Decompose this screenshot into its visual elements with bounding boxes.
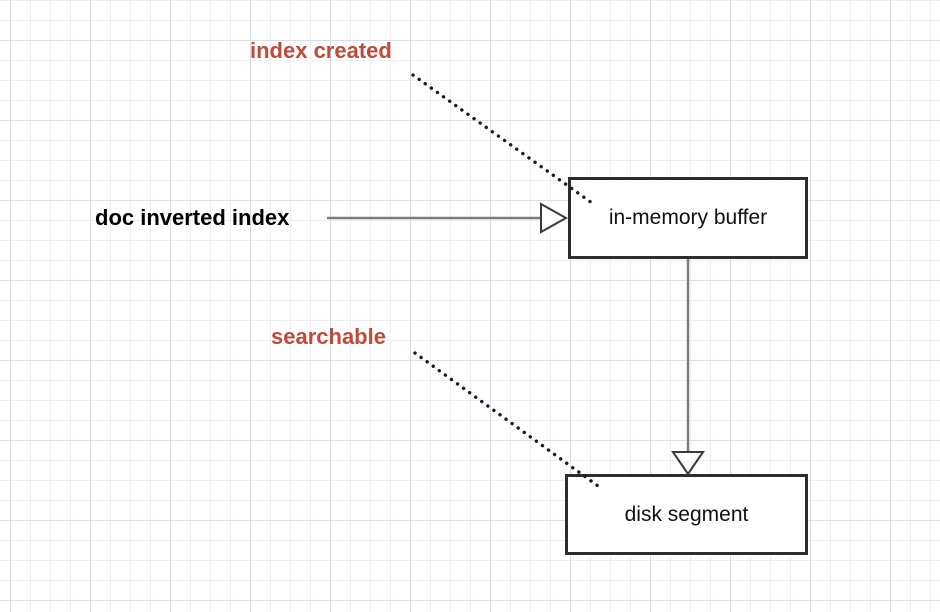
dotted-line-searchable[interactable]	[413, 351, 600, 488]
node-disk-segment-label: disk segment	[624, 502, 749, 526]
node-in-memory-buffer-label: in-memory buffer	[608, 206, 768, 229]
node-disk-segment[interactable]: disk segment	[565, 474, 808, 555]
arrow-buffer-to-disk-head[interactable]	[671, 451, 705, 476]
node-in-memory-buffer[interactable]: in-memory buffer	[568, 177, 808, 259]
label-index-created[interactable]: index created	[250, 38, 392, 63]
arrow-doc-to-buffer-head[interactable]	[540, 202, 569, 234]
label-searchable[interactable]: searchable	[271, 324, 386, 349]
dotted-line-index-created[interactable]	[411, 73, 594, 205]
label-doc-inverted-index[interactable]: doc inverted index	[95, 205, 290, 230]
